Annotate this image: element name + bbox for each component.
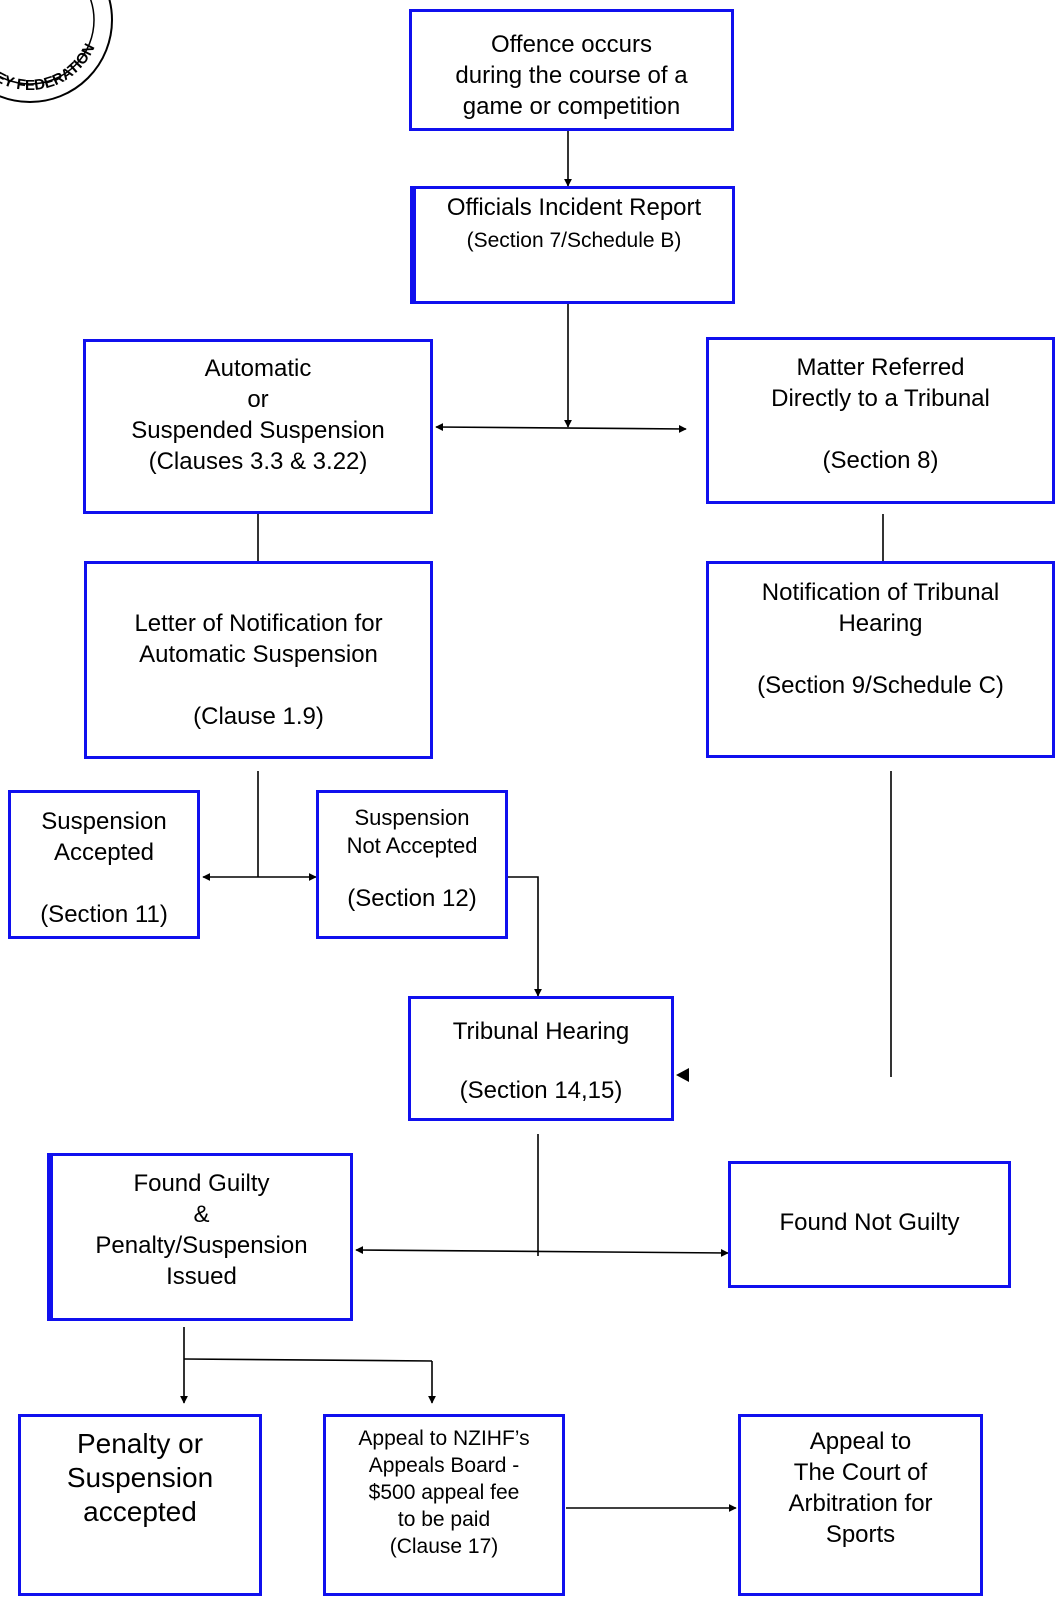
offence-line-3: game or competition [462,93,681,120]
box-incident-report: Officials Incident Report (Section 7/Sch… [410,186,735,304]
arrow-not-accepted-to-tribunal [508,876,542,997]
guilty-line-4: Issued [166,1263,237,1290]
automatic-line-3: Suspended Suspension [131,417,385,444]
penalty-line-3: accepted [83,1496,197,1527]
referred-line-2: Directly to a Tribunal [771,385,990,412]
appeal-board-line-5: (Clause 17) [389,1535,499,1558]
report-line-2: (Section 7/Schedule B) [466,229,682,252]
referred-line-4: (Section 8) [822,447,939,474]
not-accepted-line-2: Not Accepted [346,833,478,858]
not-accepted-line-3 [319,860,505,885]
letter-line-1: Letter of Notification for [134,610,383,637]
box-suspension-accepted: Suspension Accepted (Section 11) [8,790,200,939]
stray-arrowhead [676,1068,689,1082]
letter-line-2: Automatic Suspension [139,641,378,668]
box-automatic-suspension: Automatic or Suspended Suspension (Claus… [83,339,433,514]
accepted-line-3 [11,868,197,899]
box-found-not-guilty: Found Not Guilty [728,1161,1011,1288]
accepted-line-2: Accepted [53,839,155,866]
guilty-line-2: & [193,1201,210,1228]
box-letter-of-notification: Letter of Notification for Automatic Sus… [84,561,433,759]
automatic-line-1: Automatic [204,355,312,382]
accepted-line-1: Suspension [41,808,167,835]
box-appeal-to-appeals-board: Appeal to NZIHF’s Appeals Board - $500 a… [323,1414,565,1596]
arrow-guilty-not-guilty [355,1246,729,1257]
appeal-cas-line-1: Appeal to [809,1428,912,1455]
offence-line-1: Offence occurs [491,31,652,58]
letter-line-4: (Clause 1.9) [193,703,324,730]
federation-logo: HOCKEY FEDERATION [0,0,113,103]
automatic-line-2: or [247,386,269,413]
not-accepted-line-1: Suspension [354,805,470,830]
referred-line-1: Matter Referred [796,354,965,381]
appeal-cas-line-2: The Court of [793,1459,928,1486]
appeal-cas-line-3: Arbitration for [788,1490,933,1517]
guilty-line-1: Found Guilty [133,1170,270,1197]
appeal-board-line-4: to be paid [397,1508,491,1531]
tribunal-line-2 [411,1047,671,1075]
box-found-guilty: Found Guilty & Penalty/Suspension Issued [47,1153,353,1321]
notification-line-4: (Section 9/Schedule C) [757,672,1004,699]
tribunal-line-1: Tribunal Hearing [452,1018,630,1045]
not-guilty-line-1: Found Not Guilty [779,1209,960,1236]
notification-line-1: Notification of Tribunal [761,579,1000,606]
offence-line-2: during the course of a [455,62,688,89]
automatic-line-4: (Clauses 3.3 & 3.22) [148,448,368,475]
box-penalty-accepted: Penalty or Suspension accepted [18,1414,262,1596]
appeal-cas-line-4: Sports [825,1521,896,1548]
appeal-board-line-3: $500 appeal fee [368,1481,520,1504]
box-offence-occurs: Offence occurs during the course of a ga… [409,9,734,131]
line-guilty-split [183,1358,433,1362]
tribunal-line-3: (Section 14,15) [459,1077,623,1104]
notification-line-2: Hearing [838,610,923,637]
guilty-line-3: Penalty/Suspension [95,1232,308,1259]
referred-line-3 [709,414,1052,445]
letter-line-3 [87,670,430,701]
not-accepted-line-4: (Section 12) [347,885,477,912]
box-matter-referred: Matter Referred Directly to a Tribunal (… [706,337,1055,504]
notification-line-3 [709,639,1052,670]
box-appeal-to-court-of-arbitration: Appeal to The Court of Arbitration for S… [738,1414,983,1596]
report-line-1: Officials Incident Report [446,194,702,221]
accepted-line-4: (Section 11) [40,901,168,928]
appeal-board-line-2: Appeals Board - [368,1454,520,1477]
appeal-board-line-1: Appeal to NZIHF’s [358,1427,530,1450]
box-suspension-not-accepted: Suspension Not Accepted (Section 12) [316,790,508,939]
penalty-line-1: Penalty or [76,1428,204,1459]
penalty-line-2: Suspension [66,1462,214,1493]
box-tribunal-hearing: Tribunal Hearing (Section 14,15) [408,996,674,1121]
arrow-branch-left-right [435,423,687,433]
box-notification-of-tribunal: Notification of Tribunal Hearing (Sectio… [706,561,1055,758]
